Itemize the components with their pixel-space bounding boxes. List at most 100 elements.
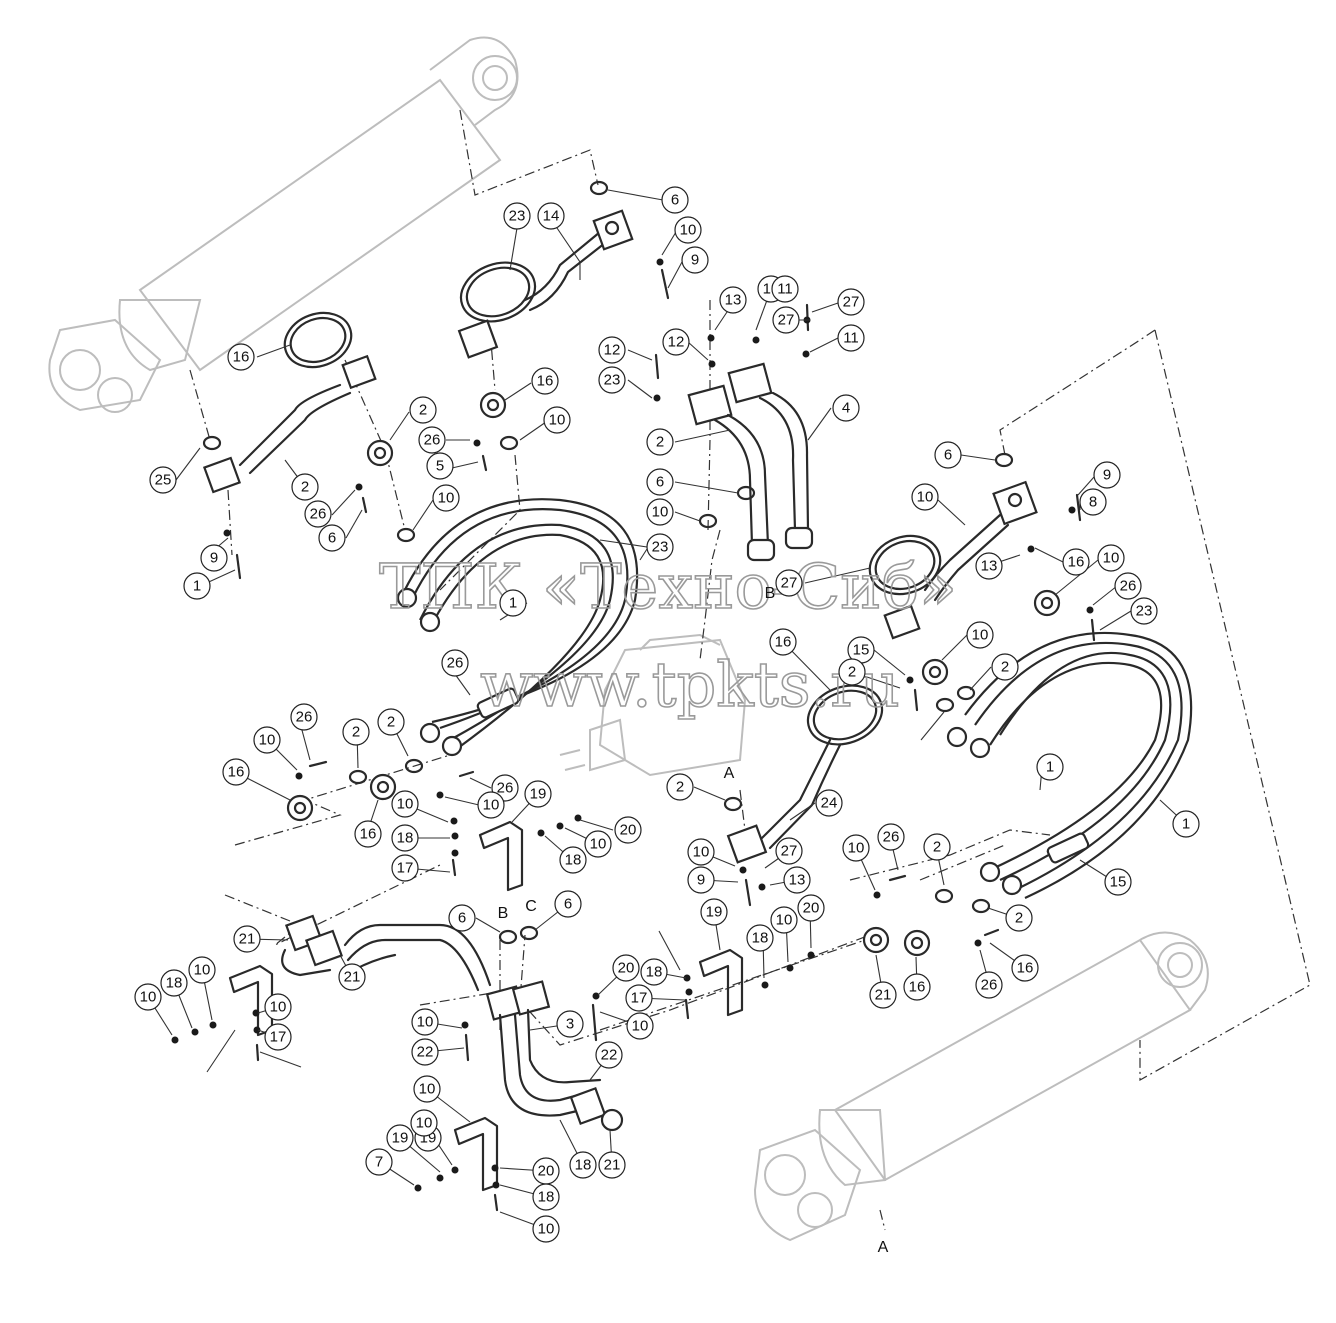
callout-bubble: 22	[411, 1038, 439, 1066]
callout-bubble: 20	[614, 816, 642, 844]
callout-circle	[1093, 461, 1121, 489]
callout-circle	[769, 628, 797, 656]
callout-bubble: 21	[233, 925, 261, 953]
callout-bubble: 2	[377, 708, 405, 736]
callout-circle	[531, 367, 559, 395]
clamp-23-right	[868, 534, 942, 640]
callout-circle	[687, 866, 715, 894]
callout-label: 26	[424, 432, 441, 449]
callout-bubble: 9	[681, 246, 709, 274]
callout-bubble: 17	[264, 1023, 292, 1051]
callout-circle	[499, 589, 527, 617]
bracket-19-a	[478, 820, 524, 892]
callout-circle	[598, 366, 626, 394]
callout-label: 27	[781, 843, 798, 860]
callout-circle	[233, 925, 261, 953]
callout-label: 23	[1136, 603, 1153, 620]
callout-bubble: 2	[838, 658, 866, 686]
callout-label: 13	[981, 558, 998, 575]
callout-circle	[411, 1008, 439, 1036]
callout-circle	[1036, 753, 1064, 781]
callout-label: 27	[778, 312, 795, 329]
pipe-3-and-7	[485, 980, 624, 1132]
callout-circle	[1130, 597, 1158, 625]
callout-circle	[771, 275, 799, 303]
callout-label: 9	[691, 252, 699, 269]
callout-label: 10	[972, 627, 989, 644]
callout-bubble: 15	[1104, 868, 1132, 896]
callout-circle	[418, 426, 446, 454]
callout-bubble: 10	[253, 726, 281, 754]
callout-bubble: 13	[719, 286, 747, 314]
callout-circle	[1062, 548, 1090, 576]
callout-label: 10	[194, 962, 211, 979]
callout-circle	[411, 1038, 439, 1066]
callout-circle	[838, 658, 866, 686]
callout-bubble: 27	[772, 306, 800, 334]
callout-bubble: 20	[532, 1157, 560, 1185]
watermark-line-2: www.tpkts.ru	[480, 648, 900, 721]
callout-label: 10	[693, 844, 710, 861]
callout-label: 20	[538, 1163, 555, 1180]
callout-circle	[775, 837, 803, 865]
callout-bubble: 27	[775, 837, 803, 865]
callout-circle	[700, 898, 728, 926]
callout-circle	[183, 572, 211, 600]
callout-bubble: 6	[661, 186, 689, 214]
pipe-21-assembly	[281, 914, 492, 992]
callout-circle	[815, 789, 843, 817]
callout-label: 2	[676, 779, 684, 796]
callout-label: 10	[438, 490, 455, 507]
nut-16-f	[369, 773, 397, 801]
callout-label: 10	[416, 1115, 433, 1132]
callout-circle	[626, 1012, 654, 1040]
callout-label: 17	[631, 990, 648, 1007]
bracket-19-c	[228, 964, 274, 1037]
callout-circle	[409, 396, 437, 424]
pipe-14	[523, 209, 634, 312]
callout-bubble: 26	[304, 500, 332, 528]
callout-bubble: 23	[646, 533, 674, 561]
callout-bubble: 10	[477, 791, 505, 819]
callout-circle	[569, 1151, 597, 1179]
callout-label: 1	[193, 578, 201, 595]
callout-bubble: 9	[1093, 461, 1121, 489]
callout-bubble: 22	[595, 1041, 623, 1069]
callout-bubble: 18	[391, 824, 419, 852]
callout-bubble: 2	[991, 653, 1019, 681]
callout-label: 16	[775, 634, 792, 651]
callout-circle	[837, 288, 865, 316]
callout-label: 10	[538, 1221, 555, 1238]
callout-label: 21	[239, 931, 256, 948]
callout-label: 26	[497, 780, 514, 797]
callout-circle	[662, 328, 690, 356]
watermark: ТПК «Техно-Сиб» www.tpkts.ru	[378, 549, 957, 722]
callout-label: 4	[842, 400, 850, 417]
callout-label: 11	[843, 330, 859, 347]
callout-bubble: 16	[1062, 548, 1090, 576]
callout-circle	[975, 971, 1003, 999]
callout-circle	[532, 1183, 560, 1211]
callout-circle	[200, 544, 228, 572]
nut-16-g	[862, 926, 890, 954]
callout-label: 21	[344, 969, 361, 986]
callout-bubble: 10	[966, 621, 994, 649]
callout-label: 26	[296, 709, 313, 726]
callout-circle	[770, 906, 798, 934]
ghost-cylinder-top	[48, 36, 519, 413]
callout-label: 18	[397, 830, 414, 847]
callout-label: 2	[1001, 659, 1009, 676]
callout-label: 16	[537, 373, 554, 390]
callout-circle	[365, 1148, 393, 1176]
callout-label: 24	[821, 795, 838, 812]
callout-bubble: 10	[911, 483, 939, 511]
callout-circle	[646, 498, 674, 526]
callout-circle	[842, 834, 870, 862]
callout-bubble: 21	[598, 1151, 626, 1179]
callout-bubble: 11	[837, 324, 865, 352]
callout-bubble: 2	[666, 773, 694, 801]
callout-bubble: 2	[923, 833, 951, 861]
callout-circle	[975, 552, 1003, 580]
callout-bubble: 19	[524, 780, 552, 808]
callout-label: 26	[447, 655, 464, 672]
